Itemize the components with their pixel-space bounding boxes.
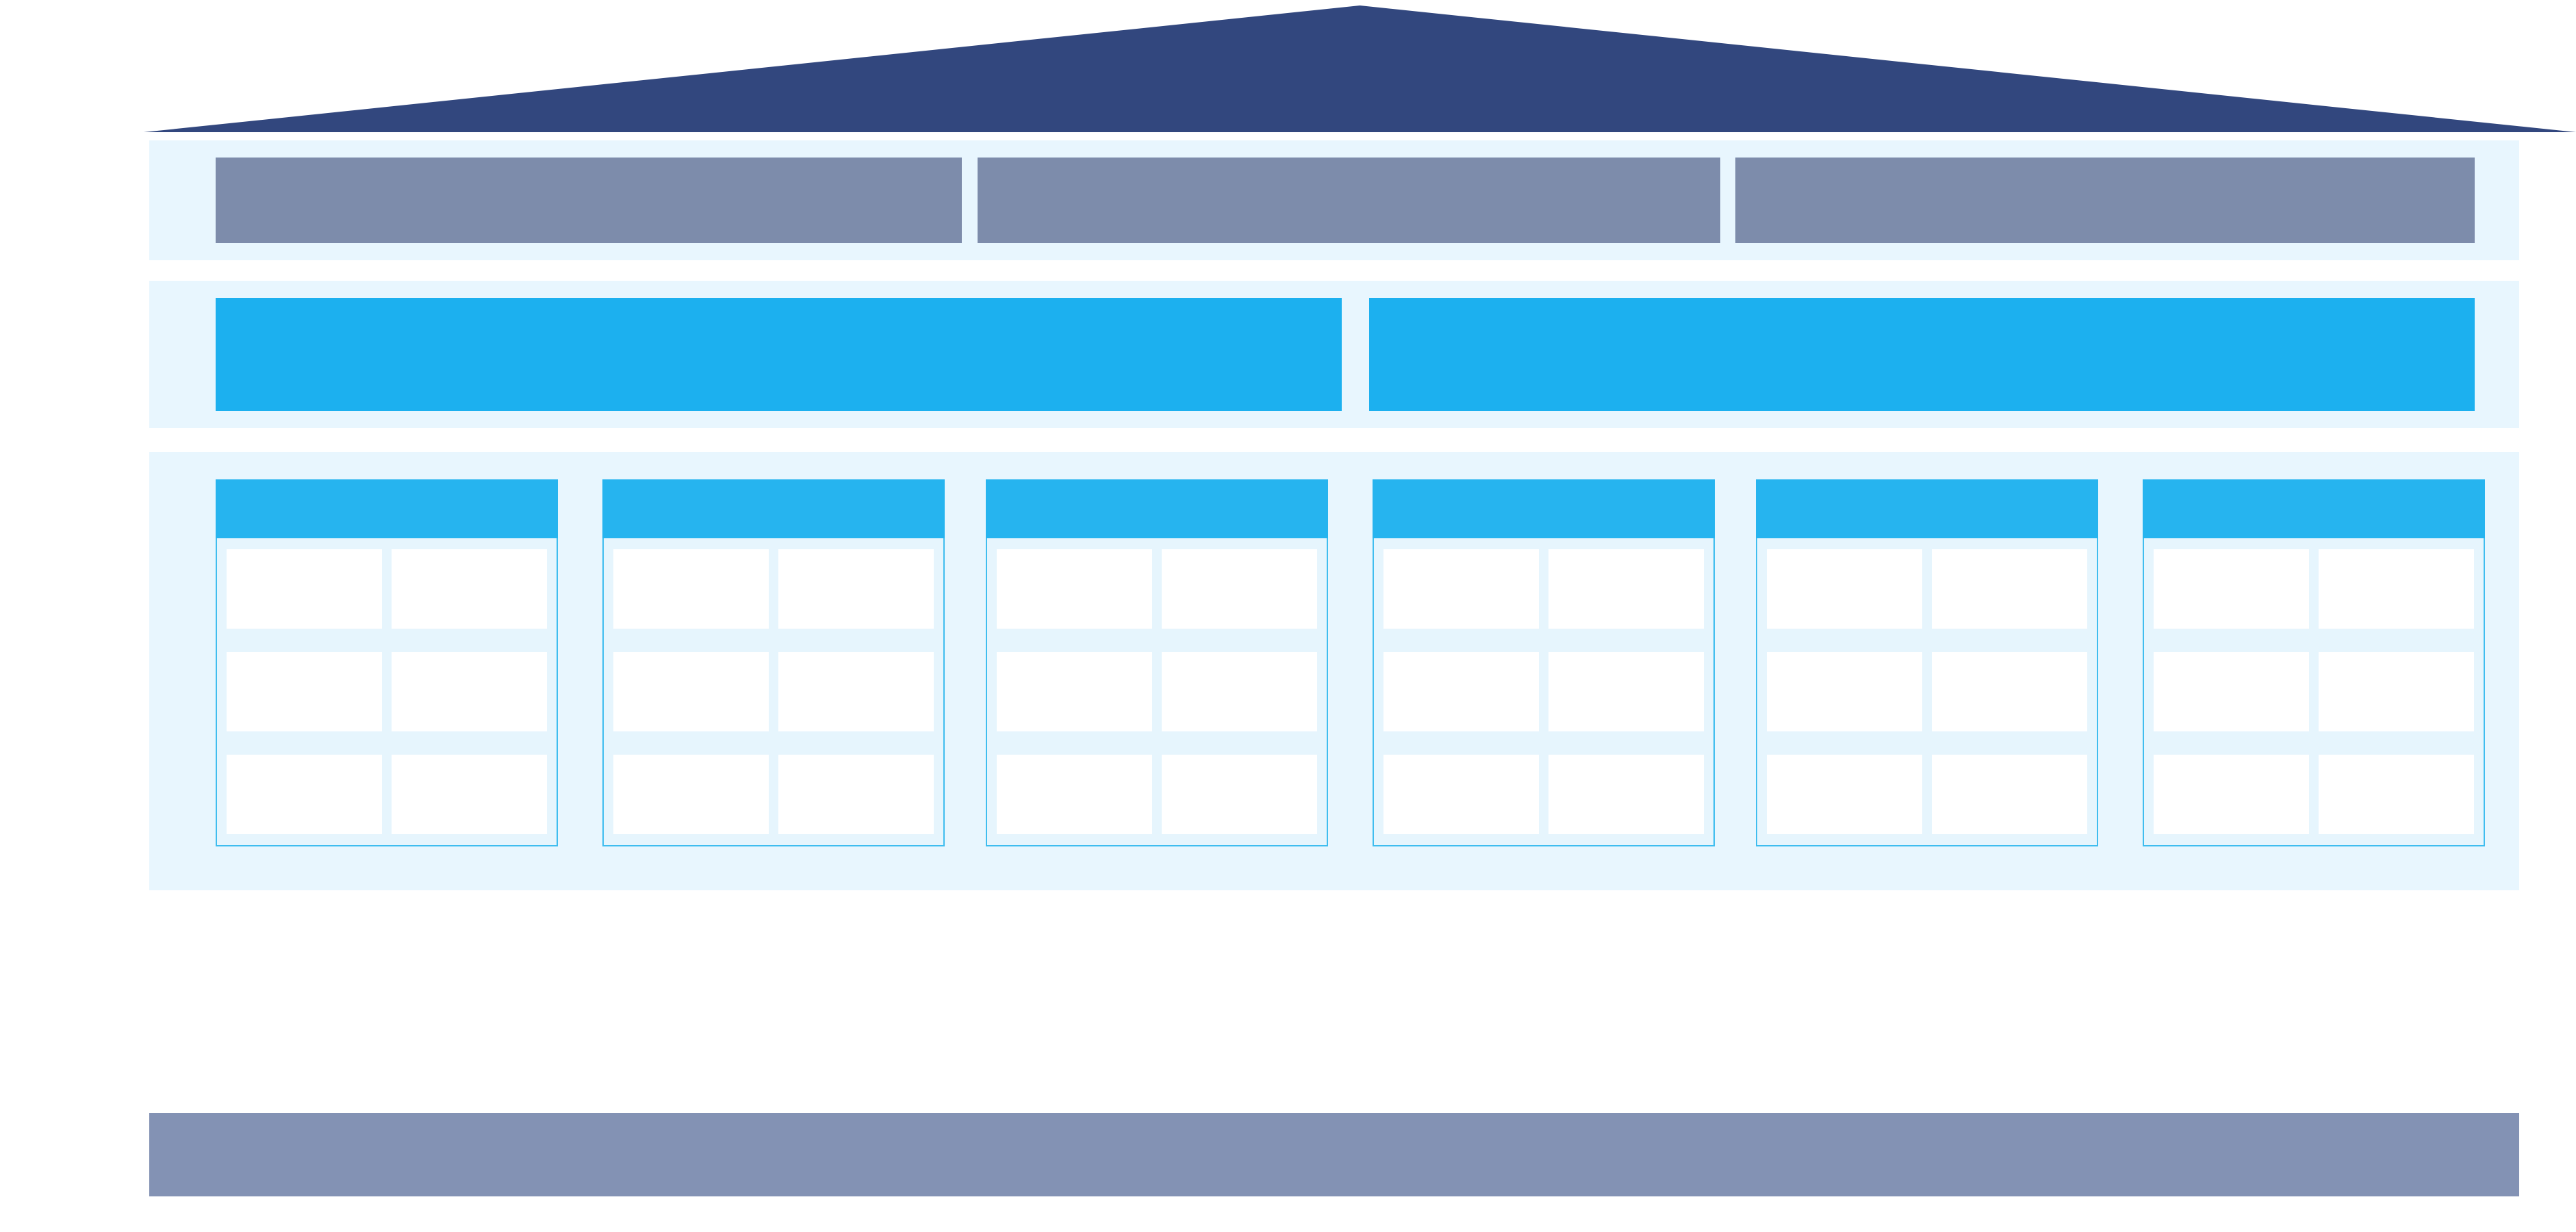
product-domain-title (986, 479, 1328, 538)
product-item[interactable] (2319, 755, 2474, 834)
product-domain-row (2154, 652, 2474, 731)
product-item[interactable] (2154, 755, 2309, 834)
product-domain-row (1383, 549, 1704, 629)
product-item[interactable] (1162, 549, 1317, 629)
product-domain-title (2143, 479, 2485, 538)
product-item[interactable] (778, 755, 934, 834)
product-item[interactable] (1548, 755, 1704, 834)
scene-box-linkage[interactable] (1735, 158, 2475, 243)
product-domain-title (1373, 479, 1715, 538)
product-item[interactable] (778, 549, 934, 629)
product-domain-row (1767, 652, 2087, 731)
product-domain-row (997, 755, 1317, 834)
product-domain-row (1767, 755, 2087, 834)
product-domain-row (613, 755, 934, 834)
product-domain-row (2154, 755, 2474, 834)
product-domain-row (227, 755, 547, 834)
product-domain-body (1373, 538, 1715, 846)
product-item[interactable] (1383, 652, 1539, 731)
product-domain-card (1756, 479, 2098, 846)
product-item[interactable] (1162, 755, 1317, 834)
product-domain-body (602, 538, 945, 846)
product-item[interactable] (1767, 755, 1922, 834)
product-domain-body (2143, 538, 2485, 846)
product-item[interactable] (1548, 549, 1704, 629)
product-item[interactable] (1767, 652, 1922, 731)
product-domain-row (1383, 755, 1704, 834)
product-item[interactable] (392, 652, 547, 731)
product-domain-row (997, 549, 1317, 629)
product-item[interactable] (2154, 652, 2309, 731)
product-item[interactable] (613, 549, 769, 629)
product-item[interactable] (227, 755, 382, 834)
scene-box-corporate[interactable] (978, 158, 1720, 243)
product-domain-row (1383, 652, 1704, 731)
product-domain-card (986, 479, 1328, 846)
tech-support-bar[interactable] (149, 1113, 2519, 1196)
scene-box-retail[interactable] (216, 158, 962, 243)
product-item[interactable] (1932, 652, 2087, 731)
product-item[interactable] (2319, 549, 2474, 629)
product-item[interactable] (997, 549, 1152, 629)
product-domain-title (1756, 479, 2098, 538)
product-item[interactable] (997, 755, 1152, 834)
product-item[interactable] (1383, 755, 1539, 834)
product-domain-row (227, 549, 547, 629)
product-item[interactable] (227, 549, 382, 629)
product-domain-row (613, 549, 934, 629)
product-domain-card (216, 479, 558, 846)
product-domain-body (986, 538, 1328, 846)
product-domain-row (997, 652, 1317, 731)
product-item[interactable] (1548, 652, 1704, 731)
ops-box-scene-factory[interactable] (216, 298, 1342, 411)
product-item[interactable] (1162, 652, 1317, 731)
product-item[interactable] (227, 652, 382, 731)
product-item[interactable] (613, 755, 769, 834)
product-domain-body (216, 538, 558, 846)
product-domain-row (2154, 549, 2474, 629)
product-item[interactable] (1383, 549, 1539, 629)
product-domain-card (2143, 479, 2485, 846)
product-item[interactable] (1932, 755, 2087, 834)
product-domain-row (613, 652, 934, 731)
product-domain-title (216, 479, 558, 538)
product-item[interactable] (2154, 549, 2309, 629)
product-item[interactable] (613, 652, 769, 731)
product-item[interactable] (997, 652, 1152, 731)
product-item[interactable] (1932, 549, 2087, 629)
product-item[interactable] (392, 549, 547, 629)
product-item[interactable] (2319, 652, 2474, 731)
product-domain-title (602, 479, 945, 538)
product-domain-row (227, 652, 547, 731)
product-item[interactable] (1767, 549, 1922, 629)
page-title (144, 0, 2430, 127)
product-domain-card (1373, 479, 1715, 846)
product-domain-card (602, 479, 945, 846)
platform-header (0, 0, 2576, 137)
product-domain-body (1756, 538, 2098, 846)
product-domain-row (1767, 549, 2087, 629)
ops-box-scene-operation[interactable] (1369, 298, 2475, 411)
product-item[interactable] (392, 755, 547, 834)
product-item[interactable] (778, 652, 934, 731)
